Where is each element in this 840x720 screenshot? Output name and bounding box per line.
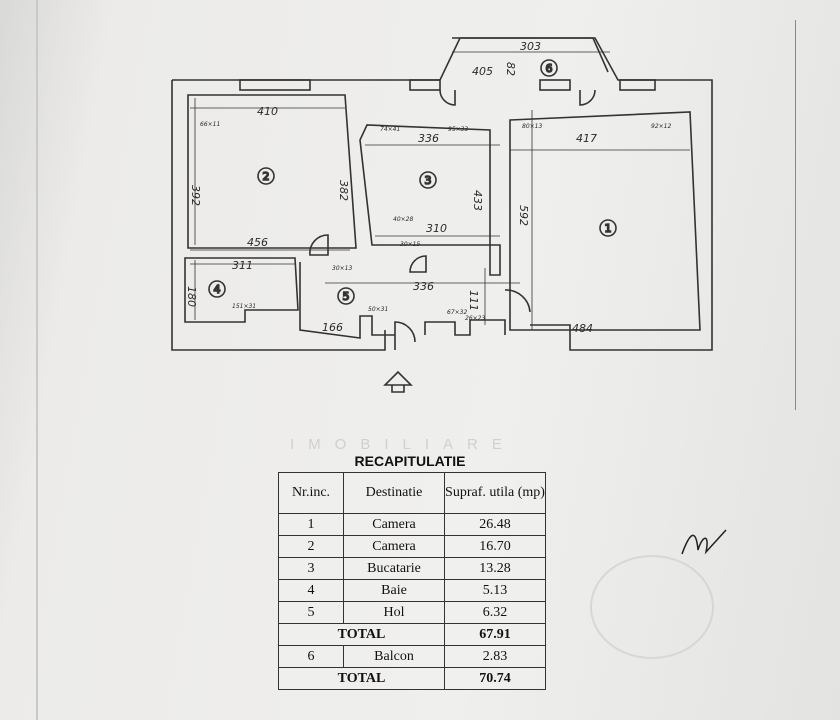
dimension-label: 336: [418, 132, 439, 145]
cell-nr: 3: [278, 557, 344, 580]
window: [409, 79, 441, 91]
cell-dest: Baie: [343, 579, 445, 602]
dimension-label: 111: [467, 290, 480, 311]
watermark: IMOBILIARE: [290, 436, 516, 453]
dimension-label: 166: [322, 321, 343, 334]
door-arc: [439, 89, 456, 106]
note-label: 92×12: [651, 123, 671, 130]
note-label: 67×32: [447, 309, 467, 316]
cell-dest: Camera: [343, 535, 445, 558]
door-arc: [409, 255, 427, 273]
note-label: 30×13: [332, 265, 352, 272]
dimension-label: 417: [576, 132, 597, 145]
stamp: [590, 555, 714, 659]
note-label: 80×13: [522, 123, 542, 130]
dimension-label: 456: [247, 236, 268, 249]
outer-wall-left: [171, 80, 386, 351]
cell-dest: Balcon: [343, 645, 445, 668]
note-label: 30×15: [400, 241, 420, 248]
door-arc: [504, 289, 531, 313]
total-area: 70.74: [444, 667, 546, 690]
dimension-label: 592: [517, 205, 530, 226]
cell-area: 13.28: [444, 557, 546, 580]
total-area: 67.91: [444, 623, 546, 646]
dimension-label: 303: [520, 40, 541, 53]
cell-nr: 4: [278, 579, 344, 602]
dimension-label: 484: [572, 322, 593, 335]
room-number: 6: [546, 62, 553, 75]
hall-outline: [299, 262, 395, 339]
cell-area: 26.48: [444, 513, 546, 536]
cell-nr: 5: [278, 601, 344, 624]
dimension-label: 405: [472, 65, 493, 78]
dimension-label: 82: [504, 62, 517, 76]
dimension-label: 180: [185, 286, 198, 307]
door-arc: [579, 89, 596, 106]
note-label: 74×41: [380, 126, 400, 133]
header-area: Supraf. utila (mp): [444, 472, 546, 514]
dimension-label: 382: [337, 180, 350, 201]
note-label: 95×33: [448, 126, 468, 133]
room-number: 3: [425, 174, 432, 187]
room-3-outline: [359, 124, 501, 276]
dimension-label: 392: [189, 185, 202, 206]
door-arc: [394, 321, 416, 350]
hall-outline-right: [424, 319, 506, 336]
room-4-outline: [184, 257, 299, 323]
room-2-outline: [187, 94, 357, 249]
note-label: 50×31: [368, 306, 388, 313]
header-destination: Destinatie: [343, 472, 445, 514]
cell-dest: Hol: [343, 601, 445, 624]
note-label: 40×28: [393, 216, 413, 223]
note-label: 66×11: [200, 121, 220, 128]
total-label: TOTAL: [278, 623, 445, 646]
room-number: 4: [214, 283, 221, 296]
note-label: 151×31: [232, 303, 256, 310]
cell-area: 2.83: [444, 645, 546, 668]
room-1-outline: [509, 111, 701, 331]
dimension-label: 311: [232, 259, 253, 272]
dimension-label: 433: [471, 190, 484, 211]
outer-wall: [172, 37, 713, 351]
window: [239, 79, 311, 91]
note-label: 26×23: [465, 315, 485, 322]
margin-line: [795, 20, 796, 410]
total-label: TOTAL: [278, 667, 445, 690]
room-number: 2: [263, 170, 270, 183]
paper-edge: [36, 0, 38, 720]
room-number: 5: [343, 290, 350, 303]
cell-dest: Camera: [343, 513, 445, 536]
door-arc: [309, 234, 329, 256]
cell-area: 5.13: [444, 579, 546, 602]
summary-title: RECAPITULATIE: [354, 453, 466, 469]
dimension-label: 336: [413, 280, 434, 293]
header-nr: Nr.inc.: [278, 472, 344, 514]
cell-nr: 1: [278, 513, 344, 536]
balcony-outline: [452, 37, 609, 73]
window: [619, 79, 656, 91]
cell-dest: Bucatarie: [343, 557, 445, 580]
window: [539, 79, 571, 91]
room-number: 1: [605, 222, 612, 235]
cell-area: 6.32: [444, 601, 546, 624]
table-header-row: Nr.inc. Destinatie Supraf. utila (mp): [278, 472, 546, 514]
entrance-arrow-icon: [383, 370, 413, 393]
cell-nr: 2: [278, 535, 344, 558]
cell-nr: 6: [278, 645, 344, 668]
signature: [681, 529, 727, 555]
dimension-label: 310: [426, 222, 447, 235]
cell-area: 16.70: [444, 535, 546, 558]
dimension-label: 410: [257, 105, 278, 118]
